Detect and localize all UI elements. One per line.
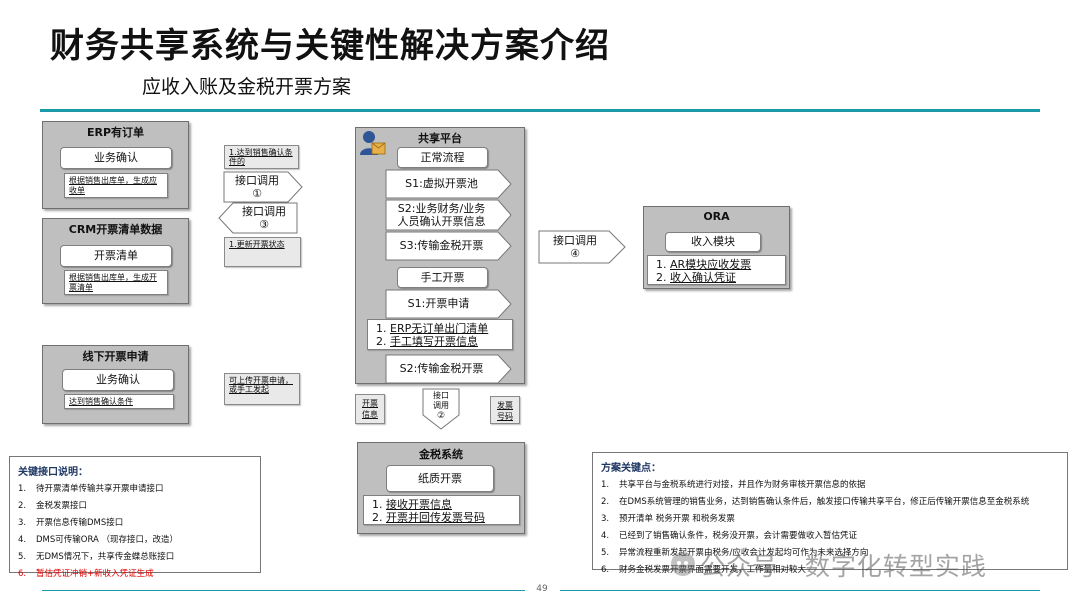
page-subtitle: 应收入账及金税开票方案 — [142, 76, 352, 98]
step-chevron-icon — [385, 354, 512, 384]
list-item: 6.财务金税发票开票界面需要开发，工作量相对较大 — [601, 565, 807, 575]
arrow-right-icon — [538, 230, 626, 264]
manual-invoice-pill: 手工开票 — [397, 267, 488, 288]
ora-panel-title: ORA — [703, 210, 730, 223]
step-s2-line1: S2:业务财务/业务 — [397, 202, 486, 215]
ora-revenue-module-pill: 收入模块 — [665, 232, 761, 252]
interface-arrow-2-num: ② — [436, 411, 446, 421]
step-s2-confirm: S2:业务财务/业务 人员确认开票信息 — [385, 199, 512, 231]
golden-tax-panel: 金税系统 纸质开票 1.接收开票信息 2.开票并回传发票号码 — [357, 442, 525, 534]
crm-panel-title: CRM开票清单数据 — [68, 223, 163, 236]
manual-source-list: 1.ERP无订单出门清单 2.手工填写开票信息 — [367, 319, 513, 350]
interface-note-offline-upload: 可上传开票申请，或手工发起 — [224, 373, 300, 405]
interface-arrow-1-label: 接口调用 — [235, 174, 279, 187]
footer-divider-left — [42, 590, 525, 591]
interface-arrow-3-label: 接口调用 — [242, 205, 286, 218]
invoice-number-note: 发票 号码 — [490, 396, 520, 424]
offline-note: 达到销售确认条件 — [64, 394, 174, 409]
list-item: 4.DMS可传输ORA （现存接口，改造） — [18, 535, 179, 545]
arrow-left-icon — [218, 202, 298, 234]
arrow-right-icon — [223, 171, 303, 203]
step-chevron-icon — [385, 231, 512, 261]
erp-business-confirm-pill: 业务确认 — [60, 147, 172, 169]
list-item: 1.接收开票信息 — [372, 498, 452, 511]
ora-panel: ORA 收入模块 1.AR模块应收发票 2.收入确认凭证 — [643, 206, 790, 289]
key-interfaces-box: 关键接口说明： 1.待开票清单传输共享开票申请接口 2.金税发票接口 3.开票信… — [9, 456, 261, 579]
step-s2-line2: 人员确认开票信息 — [397, 215, 486, 228]
interface-note-confirmed: 1.达到销售确认条件的 — [224, 145, 299, 169]
wechat-icon — [670, 551, 696, 577]
list-item: 5.无DMS情况下，共享传金蝶总账接口 — [18, 552, 175, 562]
erp-panel-title: ERP有订单 — [86, 126, 145, 139]
list-item: 2.手工填写开票信息 — [376, 335, 478, 348]
interface-arrow-1-num: ① — [252, 187, 262, 200]
page-number: 49 — [536, 584, 548, 594]
shared-platform-title: 共享平台 — [418, 132, 462, 145]
platform-user-icon — [358, 128, 388, 158]
erp-note: 根据销售出库单，生成应收单 — [64, 173, 168, 198]
step-manual-s2-label: S2:传输金税开票 — [399, 362, 484, 375]
title-divider — [40, 109, 1040, 112]
ora-output-list: 1.AR模块应收发票 2.收入确认凭证 — [647, 255, 786, 285]
crm-panel: CRM开票清单数据 开票清单 根据销售出库单，生成开票清单 — [42, 218, 189, 304]
erp-panel: ERP有订单 业务确认 根据销售出库单，生成应收单 — [42, 121, 189, 209]
arrow-down-icon — [422, 388, 460, 430]
interface-arrow-3-num: ③ — [259, 218, 269, 231]
step-chevron-icon — [385, 289, 512, 319]
list-item: 4.已经到了销售确认条件，税务没开票，会计需要做收入暂估凭证 — [601, 531, 858, 541]
step-manual-s1-apply: S1:开票申请 — [385, 289, 512, 319]
list-item: 2.开票并回传发票号码 — [372, 511, 485, 524]
list-item: 1.共享平台与金税系统进行对接，并且作为财务审核开票信息的依据 — [601, 480, 866, 490]
step-manual-s2-transmit: S2:传输金税开票 — [385, 354, 512, 384]
golden-tax-title: 金税系统 — [419, 448, 463, 461]
list-item: 1.AR模块应收发票 — [656, 258, 752, 271]
interface-arrow-4-label: 接口调用 — [553, 234, 597, 247]
step-s3-label: S3:传输金税开票 — [399, 239, 484, 252]
interface-arrow-1: 接口调用 ① — [223, 171, 303, 203]
footer-divider-right — [560, 590, 1040, 591]
crm-note: 根据销售出库单，生成开票清单 — [64, 270, 168, 295]
golden-tax-action-list: 1.接收开票信息 2.开票并回传发票号码 — [363, 495, 520, 525]
step-chevron-icon — [385, 169, 512, 199]
offline-panel: 线下开票申请 业务确认 达到销售确认条件 — [42, 345, 189, 424]
interface-note-update-status: 1.更新开票状态 — [224, 237, 301, 267]
crm-invoice-list-pill: 开票清单 — [60, 245, 172, 267]
interface-arrow-3: 接口调用 ③ — [218, 202, 298, 234]
step-s3-transmit: S3:传输金税开票 — [385, 231, 512, 261]
list-item: 3.开票信息传输DMS接口 — [18, 518, 124, 528]
paper-invoice-pill: 纸质开票 — [386, 465, 494, 492]
interface-arrow-2-label-1: 接口 — [433, 391, 449, 400]
step-manual-s1-label: S1:开票申请 — [407, 297, 470, 310]
offline-business-confirm-pill: 业务确认 — [62, 369, 174, 391]
list-item: 2.金税发票接口 — [18, 501, 88, 511]
interface-arrow-2-label-2: 调用 — [433, 401, 449, 410]
step-chevron-icon — [385, 199, 512, 231]
key-interfaces-title: 关键接口说明： — [18, 467, 88, 478]
invoice-info-note: 开票 信息 — [355, 394, 385, 424]
list-item: 2.在DMS系统管理的销售业务，达到销售确认条件后，触发接口传输共享平台，修正后… — [601, 497, 1030, 507]
shared-platform-panel: 共享平台 正常流程 S1:虚拟开票池 S2:业务财务/业务 人员确认开票信息 S… — [355, 127, 525, 384]
step-s1-virtual-pool: S1:虚拟开票池 — [385, 169, 512, 199]
page-title: 财务共享系统与关键性解决方案介绍 — [50, 26, 610, 66]
offline-panel-title: 线下开票申请 — [82, 350, 149, 363]
interface-arrow-4: 接口调用 ④ — [538, 230, 626, 264]
list-item: 1.ERP无订单出门清单 — [376, 322, 489, 335]
list-item: 3.预开清单 税务开票 和税务发票 — [601, 514, 735, 524]
key-points-box: 方案关键点： 1.共享平台与金税系统进行对接，并且作为财务审核开票信息的依据 2… — [592, 452, 1068, 575]
list-item: 1.待开票清单传输共享开票申请接口 — [18, 484, 164, 494]
interface-arrow-2: 接口 调用 ② — [422, 388, 460, 430]
watermark-text: 公众号 · 数字化转型实践 — [700, 552, 987, 581]
list-item: 2.收入确认凭证 — [656, 271, 736, 284]
interface-arrow-4-num: ④ — [570, 247, 580, 260]
list-item-highlighted: 6.暂估凭证冲销+新收入凭证生成 — [18, 569, 154, 579]
step-s1-label: S1:虚拟开票池 — [405, 177, 478, 190]
normal-flow-pill: 正常流程 — [397, 147, 488, 168]
list-item: 5.异常流程重新发起开票由税务/应收会计发起均可作为未来选择方向 — [601, 548, 869, 558]
key-points-title: 方案关键点： — [601, 463, 661, 474]
